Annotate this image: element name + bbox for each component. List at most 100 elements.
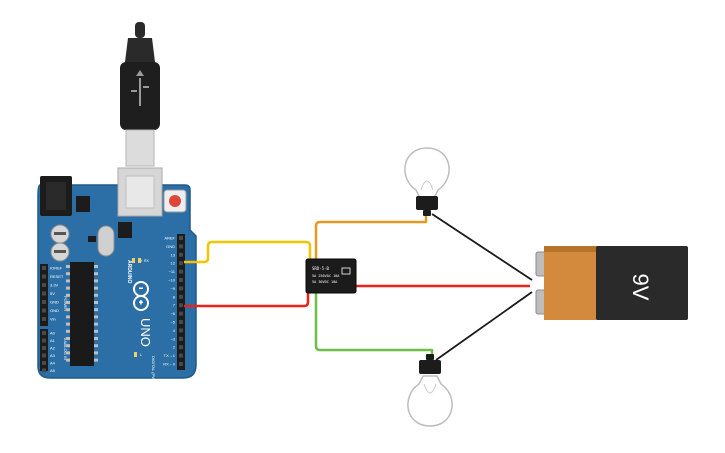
pin-label: ~9: [170, 286, 175, 291]
usb-strain-relief: [125, 38, 155, 62]
pin-socket[interactable]: [179, 303, 183, 308]
pin-socket[interactable]: [42, 331, 46, 335]
chip-leg: [66, 301, 70, 304]
pin-label: A3: [50, 353, 56, 358]
relay[interactable]: SRD-5-B 5A 250VAC 10A 5A 30VDC 10A: [305, 258, 357, 294]
chip-leg: [94, 329, 98, 333]
pin-socket[interactable]: [179, 244, 183, 249]
wire-orange[interactable]: [314, 212, 428, 270]
battery-9v[interactable]: 9V: [535, 246, 688, 320]
voltage-regulator: [76, 196, 90, 212]
pin-label: RX←0: [163, 362, 176, 367]
usb-metal-shield: [125, 129, 155, 167]
pin-label: 13: [171, 252, 176, 257]
chip-leg: [94, 286, 98, 290]
crystal-oscillator: [97, 225, 115, 257]
chip-leg: [66, 322, 70, 326]
analog-header-label: ANALOG IN: [63, 338, 68, 360]
chip-leg: [66, 293, 70, 297]
pin-socket[interactable]: [179, 278, 183, 282]
chip-leg: [94, 279, 98, 283]
pin-socket[interactable]: [42, 283, 46, 287]
wire-red-signal[interactable]: [184, 284, 310, 308]
pin-label: 3.3V: [50, 283, 59, 288]
pin-socket[interactable]: [179, 362, 183, 366]
pin-label: AREF: [164, 236, 175, 241]
digital-header[interactable]: [177, 234, 185, 370]
chip-leg: [94, 272, 98, 276]
relay-text-line3: 5A 30VDC 10A: [312, 280, 338, 284]
pin-label: Vin: [50, 317, 56, 322]
pin-socket[interactable]: [42, 300, 46, 304]
pin-socket[interactable]: [179, 269, 183, 274]
usb-cable[interactable]: [120, 22, 160, 167]
chip-leg: [94, 337, 98, 340]
pin-label: GND: [50, 308, 59, 313]
pin-socket[interactable]: [179, 328, 183, 333]
pin-socket[interactable]: [42, 308, 46, 313]
pin-socket[interactable]: [179, 261, 183, 266]
light-bulb-top[interactable]: [404, 147, 450, 216]
led-label: RX: [144, 259, 150, 263]
arduino-logo-icon: [133, 281, 149, 311]
relay-coil-icon: [341, 267, 351, 275]
bulb-bottom-glass: [407, 375, 453, 427]
pin-socket[interactable]: [179, 252, 183, 257]
chip-leg: [66, 308, 70, 312]
pin-label: ~3: [170, 336, 175, 341]
chip-leg: [66, 344, 70, 348]
battery-body-black: [596, 246, 688, 320]
light-bulb-bottom[interactable]: [407, 354, 453, 427]
reset-button[interactable]: [169, 195, 181, 207]
wire-yellow[interactable]: [184, 240, 312, 272]
pin-label: A2: [50, 346, 56, 351]
pin-socket[interactable]: [179, 294, 183, 299]
chip-leg: [94, 308, 98, 312]
pin-label: GND: [50, 300, 59, 305]
chip-leg: [66, 351, 70, 355]
pin-label: 8: [173, 294, 176, 299]
pin-socket[interactable]: [42, 353, 46, 358]
pin-label: RESET: [50, 274, 64, 279]
pin-label: ~5: [170, 320, 175, 325]
pin-socket[interactable]: [42, 346, 46, 350]
bulb-top-filament: [420, 180, 434, 191]
pin-label: A4: [50, 361, 56, 366]
wire-green[interactable]: [314, 292, 434, 362]
chip-leg: [94, 293, 98, 297]
pin-socket[interactable]: [179, 353, 183, 358]
pin-socket[interactable]: [42, 361, 46, 365]
chip-leg: [66, 265, 70, 268]
digital-header-label: DIGITAL (PWM~): [151, 356, 156, 388]
pin-label: GND: [166, 244, 175, 249]
chip-leg: [66, 358, 70, 362]
pin-socket[interactable]: [42, 291, 46, 296]
relay-text-line1: SRD-5-B: [312, 266, 329, 271]
chip-leg: [66, 286, 70, 290]
pin-label: ~6: [170, 311, 175, 316]
bulb-bottom-filament: [423, 383, 437, 394]
pin-socket[interactable]: [42, 338, 46, 343]
wire-black-bottom[interactable]: [435, 291, 533, 361]
pin-socket[interactable]: [179, 311, 183, 316]
pin-socket[interactable]: [179, 336, 183, 341]
pin-socket[interactable]: [42, 368, 46, 373]
chip-leg: [94, 315, 98, 319]
relay-body: [305, 258, 357, 294]
bulb-top-glass: [404, 147, 450, 199]
pin-label: A1: [50, 338, 56, 343]
pin-socket[interactable]: [42, 317, 46, 321]
pin-label: 2: [173, 345, 176, 350]
chip-leg: [66, 329, 70, 333]
pin-label: TX→1: [164, 353, 176, 358]
pin-socket[interactable]: [179, 345, 183, 350]
pin-socket[interactable]: [179, 286, 183, 291]
wire-black-top[interactable]: [431, 213, 533, 281]
pin-socket[interactable]: [179, 320, 183, 324]
pin-socket[interactable]: [42, 266, 46, 270]
pin-socket[interactable]: [42, 274, 46, 279]
pin-socket[interactable]: [179, 236, 183, 240]
